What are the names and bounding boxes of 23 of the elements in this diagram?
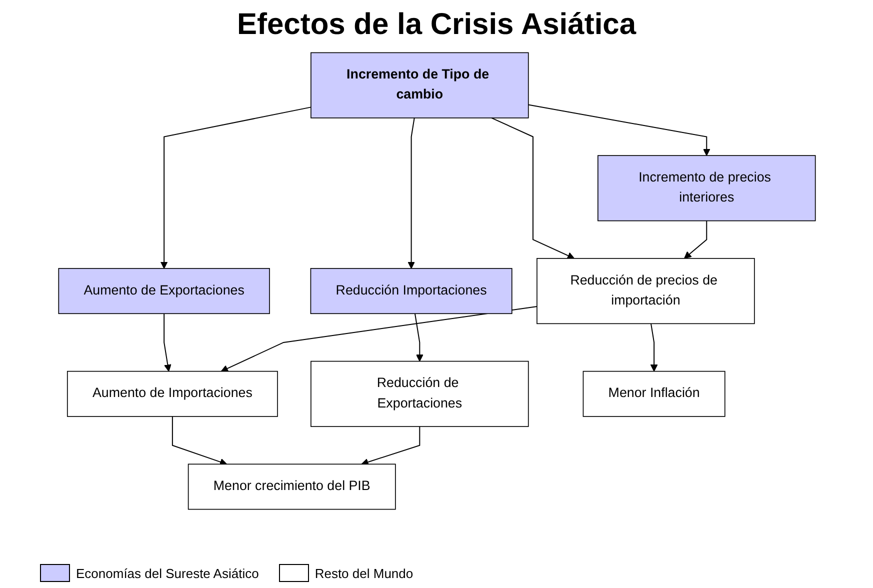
node-box: Menor crecimiento del PIB <box>187 464 396 510</box>
node-box: Reducción Importaciones <box>310 268 512 314</box>
arrow <box>650 324 658 372</box>
arrow <box>407 118 414 269</box>
legend-label: Resto del Mundo <box>314 566 414 580</box>
arrow <box>414 314 423 362</box>
node-box: Aumento de Importaciones <box>66 370 278 417</box>
node-box: Reducción de Exportaciones <box>310 360 528 427</box>
arrow <box>528 104 710 156</box>
node-box: Incremento de precios interiores <box>597 155 816 222</box>
node-box: Aumento de Exportaciones <box>58 268 270 314</box>
arrow <box>171 416 227 466</box>
node-box: Reducción de precios de importación <box>536 258 754 324</box>
node-box: Menor Inflación <box>582 370 725 417</box>
legend-label: Economías del Sureste Asiático <box>76 566 259 580</box>
arrow <box>490 117 574 260</box>
arrow <box>360 426 420 466</box>
arrow <box>163 314 171 372</box>
arrow <box>160 106 311 269</box>
arrow <box>220 306 537 372</box>
arrow <box>684 220 707 259</box>
node-box: Incremento de Tipo de cambio <box>310 52 528 118</box>
diagram-title: Efectos de la Crisis Asiática <box>236 8 636 42</box>
